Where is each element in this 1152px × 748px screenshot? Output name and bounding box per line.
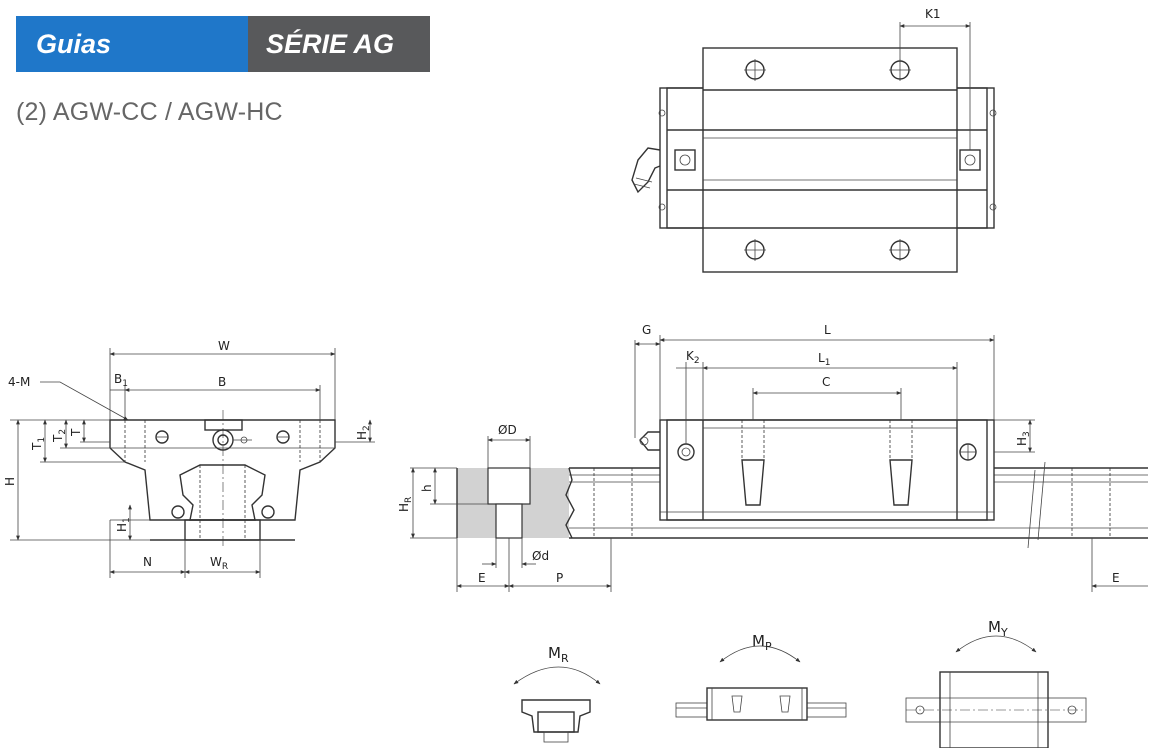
top-view: K1 <box>631 7 997 273</box>
dim-4m: 4-M <box>8 375 30 389</box>
moment-mp: MP <box>675 632 847 721</box>
dim-t: T <box>69 428 83 437</box>
block-side <box>659 419 995 521</box>
side-view: L G L1 K2 C H3 ØD HR h Ød E P <box>397 323 1148 592</box>
dim-h3: H3 <box>1015 431 1032 446</box>
dim-k2: K2 <box>686 349 700 366</box>
block-front <box>109 419 336 521</box>
dim-t1: T1 <box>30 437 47 451</box>
dim-wr: WR <box>210 555 228 572</box>
dim-c: C <box>822 375 830 389</box>
dim-l: L <box>824 323 831 337</box>
dim-h2: H2 <box>355 425 372 440</box>
svg-text:MP: MP <box>752 632 772 653</box>
moment-my: MY <box>905 618 1087 748</box>
dim-l1: L1 <box>818 351 830 368</box>
dim-hr: HR <box>397 497 414 512</box>
block-body <box>702 47 958 273</box>
dim-g: G <box>642 323 651 337</box>
dim-h-small: h <box>420 484 434 492</box>
front-view: W B1 B 4-M H T1 T2 T H2 H1 N WR <box>3 339 375 578</box>
rail-profile <box>179 464 266 521</box>
header-title: Guias Lineares <box>16 16 248 115</box>
dim-n: N <box>143 555 152 569</box>
dim-e1: E <box>478 571 486 585</box>
header-banner: Guias Lineares SÉRIE AG <box>16 16 430 115</box>
dim-b1: B1 <box>114 372 128 389</box>
header-series: SÉRIE AG <box>248 16 430 72</box>
moment-mr: MR <box>513 644 601 743</box>
dim-p: P <box>556 571 563 585</box>
dim-e2: E <box>1112 571 1120 585</box>
grease-nipple <box>631 147 661 194</box>
dim-od-small: Ød <box>532 549 549 563</box>
model-subtitle: (2) AGW-CC / AGW-HC <box>16 98 283 126</box>
grease-nipple-side <box>639 431 660 451</box>
dim-h1: H1 <box>115 517 132 532</box>
dim-t2: T2 <box>51 429 68 443</box>
dim-h: H <box>3 477 17 486</box>
dim-k1: K1 <box>925 7 941 21</box>
dim-b: B <box>218 375 226 389</box>
dim-w: W <box>218 339 230 353</box>
svg-text:MR: MR <box>548 644 569 665</box>
svg-text:MY: MY <box>988 618 1008 639</box>
dim-od: ØD <box>498 423 517 437</box>
